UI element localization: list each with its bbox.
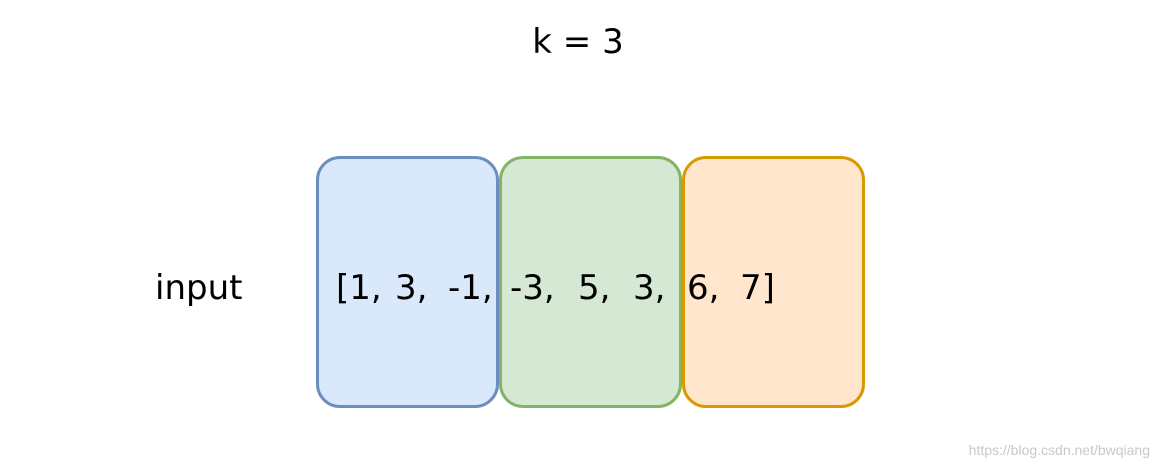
k-title: k = 3 [532, 22, 624, 62]
array-token: 6, [687, 268, 720, 308]
window-box-1 [316, 156, 499, 408]
array-token: 3, [633, 268, 666, 308]
input-label: input [155, 268, 243, 308]
array-token: -1, [448, 268, 493, 308]
array-token: 3, [395, 268, 428, 308]
array-token: -3, [510, 268, 555, 308]
watermark: https://blog.csdn.net/bwqiang [968, 442, 1150, 458]
array-token: 7] [740, 268, 775, 308]
window-box-3 [682, 156, 865, 408]
array-token: [1, [336, 268, 382, 308]
array-token: 5, [578, 268, 611, 308]
window-box-2 [499, 156, 682, 408]
